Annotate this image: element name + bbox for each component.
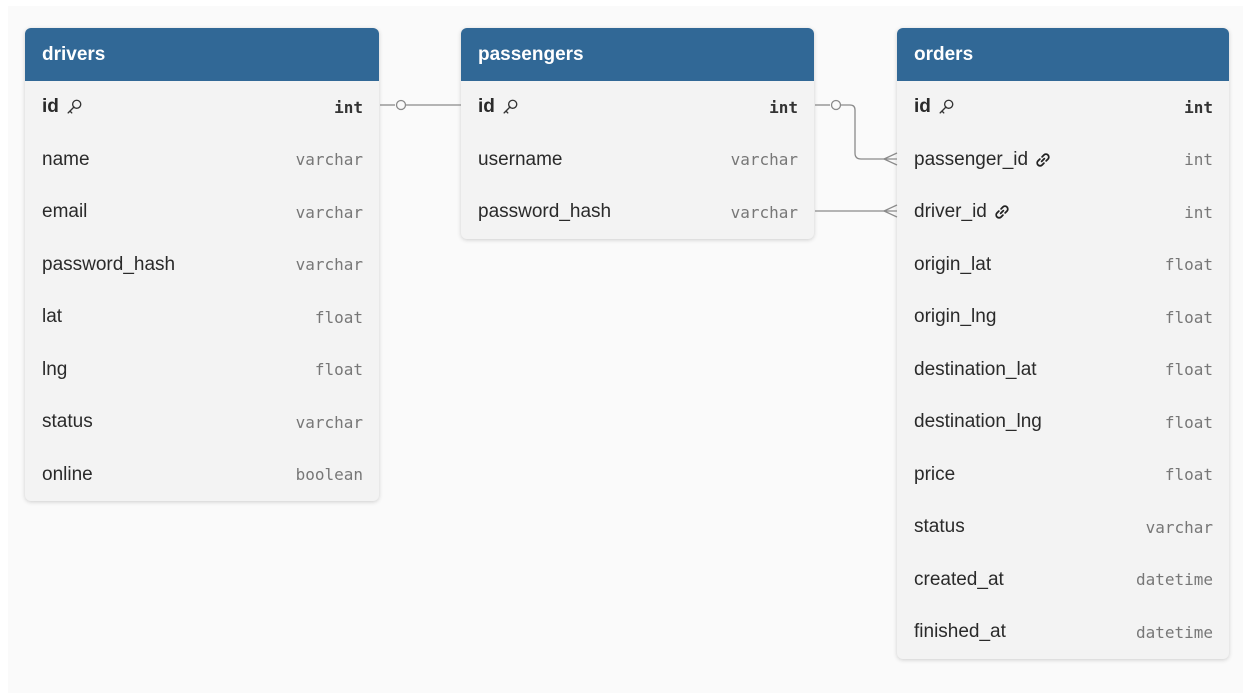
field-type: varchar xyxy=(730,202,798,222)
field-type: varchar xyxy=(295,150,363,170)
table-header[interactable]: passengers xyxy=(461,28,814,81)
field-name: name xyxy=(42,149,90,171)
field-row-lat[interactable]: lat float xyxy=(25,291,379,344)
field-name: id xyxy=(478,96,519,118)
field-name-label: password_hash xyxy=(478,201,612,223)
foreign-key-link-icon xyxy=(1034,151,1052,169)
field-row-lng[interactable]: lng float xyxy=(25,344,379,397)
field-row-username[interactable]: username varchar xyxy=(461,134,814,187)
field-type: int xyxy=(769,97,798,117)
field-row-created-at[interactable]: created_at datetime xyxy=(897,554,1229,607)
field-row-destination-lat[interactable]: destination_lat float xyxy=(897,344,1229,397)
field-name-label: id xyxy=(478,96,495,118)
field-name: status xyxy=(914,516,965,538)
field-type: int xyxy=(1184,202,1213,222)
field-name-label: id xyxy=(914,96,931,118)
field-name-label: destination_lng xyxy=(914,411,1042,433)
field-name-label: name xyxy=(42,148,90,170)
field-name: destination_lng xyxy=(914,411,1042,433)
field-name-label: finished_at xyxy=(914,621,1006,643)
field-row-email[interactable]: email varchar xyxy=(25,186,379,239)
field-type: float xyxy=(1164,360,1213,380)
field-name: driver_id xyxy=(914,201,1011,223)
field-name-label: status xyxy=(42,411,93,433)
field-row-online[interactable]: online boolean xyxy=(25,449,379,502)
field-name: username xyxy=(478,149,563,171)
field-row-destination-lng[interactable]: destination_lng float xyxy=(897,396,1229,449)
table-header[interactable]: drivers xyxy=(25,28,379,81)
field-row-status[interactable]: status varchar xyxy=(897,501,1229,554)
field-row-password-hash[interactable]: password_hash varchar xyxy=(461,186,814,239)
field-row-driver-id[interactable]: driver_id int xyxy=(897,186,1229,239)
field-name: online xyxy=(42,464,93,486)
foreign-key-link-icon xyxy=(993,203,1011,221)
field-type: float xyxy=(1164,465,1213,485)
field-type: datetime xyxy=(1135,570,1213,590)
field-type: float xyxy=(314,360,363,380)
field-type: varchar xyxy=(1145,517,1213,537)
field-name: lat xyxy=(42,306,62,328)
field-type: varchar xyxy=(295,202,363,222)
field-type: varchar xyxy=(295,255,363,275)
field-row-id[interactable]: id int xyxy=(897,81,1229,134)
field-name: origin_lat xyxy=(914,254,991,276)
field-row-origin-lat[interactable]: origin_lat float xyxy=(897,239,1229,292)
field-name-label: status xyxy=(914,516,965,538)
field-name: finished_at xyxy=(914,621,1006,643)
field-row-id[interactable]: id int xyxy=(461,81,814,134)
field-name-label: origin_lat xyxy=(914,253,992,275)
field-name-label: destination_lat xyxy=(914,358,1037,380)
field-type: float xyxy=(314,307,363,327)
field-name-label: online xyxy=(42,463,93,485)
field-name: price xyxy=(914,464,955,486)
field-row-price[interactable]: price float xyxy=(897,449,1229,502)
field-name: id xyxy=(914,96,955,118)
field-name: passenger_id xyxy=(914,149,1052,171)
field-type: int xyxy=(334,97,363,117)
field-row-origin-lng[interactable]: origin_lng float xyxy=(897,291,1229,344)
field-name-label: lat xyxy=(42,306,63,328)
field-row-name[interactable]: name varchar xyxy=(25,134,379,187)
field-row-finished-at[interactable]: finished_at datetime xyxy=(897,606,1229,659)
field-name: password_hash xyxy=(478,201,611,223)
field-name-label: id xyxy=(42,96,59,118)
field-row-passenger-id[interactable]: passenger_id int xyxy=(897,134,1229,187)
field-name: destination_lat xyxy=(914,359,1037,381)
primary-key-icon xyxy=(65,98,83,116)
field-name: status xyxy=(42,411,93,433)
primary-key-icon xyxy=(937,98,955,116)
field-row-id[interactable]: id int xyxy=(25,81,379,134)
table-header[interactable]: orders xyxy=(897,28,1229,81)
field-name-label: price xyxy=(914,463,956,485)
field-type: varchar xyxy=(295,412,363,432)
field-name: password_hash xyxy=(42,254,175,276)
field-row-status[interactable]: status varchar xyxy=(25,396,379,449)
field-row-password-hash[interactable]: password_hash varchar xyxy=(25,239,379,292)
field-type: boolean xyxy=(295,465,363,485)
field-name-label: password_hash xyxy=(42,253,176,275)
primary-key-icon xyxy=(501,98,519,116)
field-name: id xyxy=(42,96,83,118)
field-type: float xyxy=(1164,412,1213,432)
field-name: created_at xyxy=(914,569,1004,591)
field-type: int xyxy=(1184,97,1213,117)
field-name-label: origin_lng xyxy=(914,306,997,328)
field-name: email xyxy=(42,201,87,223)
field-name-label: lng xyxy=(42,358,68,380)
field-type: varchar xyxy=(730,150,798,170)
field-name: lng xyxy=(42,359,67,381)
field-name-label: passenger_id xyxy=(914,148,1029,170)
field-type: datetime xyxy=(1135,622,1213,642)
field-name-label: username xyxy=(478,148,563,170)
field-name: origin_lng xyxy=(914,306,996,328)
field-type: float xyxy=(1164,255,1213,275)
field-type: int xyxy=(1184,150,1213,170)
field-name-label: created_at xyxy=(914,568,1004,590)
field-type: float xyxy=(1164,307,1213,327)
field-name-label: email xyxy=(42,201,88,223)
field-name-label: driver_id xyxy=(914,201,987,223)
